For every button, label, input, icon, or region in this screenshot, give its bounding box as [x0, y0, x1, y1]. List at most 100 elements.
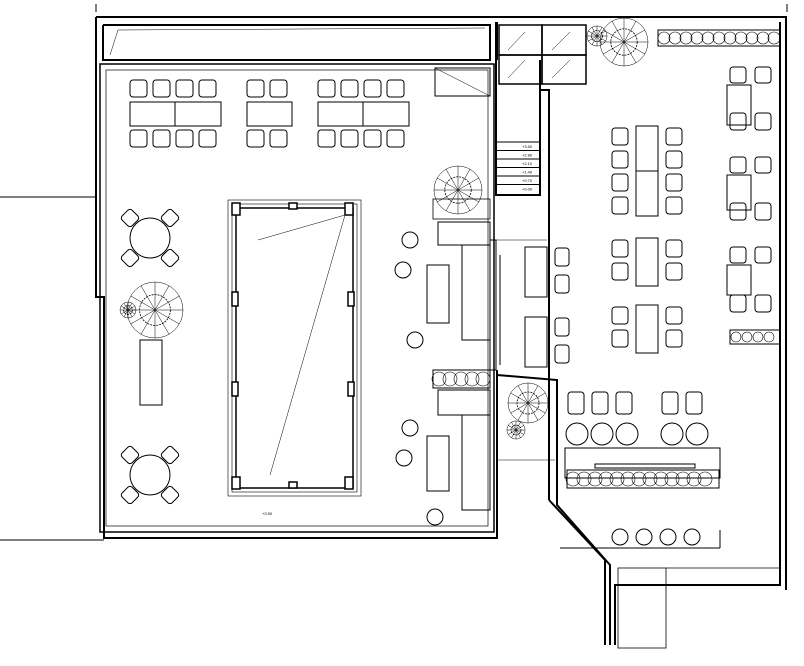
round-table	[590, 422, 614, 446]
table	[726, 264, 752, 296]
chair	[363, 129, 382, 148]
table	[635, 304, 659, 354]
chair	[611, 173, 629, 192]
chair	[386, 129, 405, 148]
round-table	[615, 422, 639, 446]
round-table	[685, 422, 709, 446]
tree-branch	[154, 309, 180, 325]
chair	[665, 127, 683, 146]
chair	[665, 196, 683, 215]
partition	[489, 239, 497, 371]
tree-branch	[515, 429, 521, 438]
tree-branch	[154, 295, 180, 311]
chair	[246, 79, 265, 98]
shrub	[609, 471, 625, 487]
tree-branch	[517, 402, 529, 421]
round-table	[660, 422, 684, 446]
tree-branch	[623, 41, 637, 63]
planter	[566, 469, 720, 489]
tree-foliage	[139, 294, 171, 326]
table	[726, 84, 752, 126]
tree-foliage	[516, 391, 540, 415]
tree-branch	[527, 385, 539, 404]
chair	[567, 391, 585, 415]
shrub	[565, 471, 581, 487]
tree-branch	[437, 177, 459, 191]
table	[437, 389, 491, 416]
chair	[754, 202, 772, 221]
tree-branch	[130, 295, 156, 311]
shrub	[701, 31, 715, 45]
chair	[246, 129, 265, 148]
tree-branch	[154, 285, 170, 311]
chair	[611, 239, 629, 258]
shrub	[675, 471, 691, 487]
top-strip-roof-line	[109, 27, 486, 56]
shrub	[697, 471, 713, 487]
chair	[729, 66, 747, 84]
tree-branch	[588, 30, 598, 37]
tree-branch	[517, 385, 529, 404]
tree-branch	[527, 402, 546, 414]
stair-run	[495, 141, 541, 196]
tree-branch	[527, 392, 546, 404]
shrub	[598, 471, 614, 487]
shrub	[453, 371, 469, 387]
tree-branch	[596, 27, 603, 37]
tree-branch	[596, 35, 606, 42]
chair	[120, 445, 140, 465]
shrub	[734, 31, 748, 45]
skylights	[498, 24, 587, 85]
round-table	[406, 331, 424, 349]
chair	[554, 344, 570, 364]
tree-branch	[457, 189, 479, 203]
shrub	[763, 331, 775, 343]
stairs-upper: +3.50+2.80+2.10+1.40+0.70+0.00	[495, 141, 541, 196]
furniture	[120, 29, 781, 549]
pool	[227, 199, 362, 497]
chair	[363, 79, 382, 98]
tree-branch	[623, 41, 645, 55]
tree-foliage	[591, 30, 603, 42]
chair	[386, 79, 405, 98]
tree-branch	[511, 422, 517, 431]
shrub	[620, 471, 636, 487]
tree-foliage	[610, 28, 638, 56]
round-table	[611, 528, 629, 546]
tree-branch	[445, 189, 459, 211]
tree-branch	[611, 21, 625, 43]
tree-branch	[611, 41, 625, 63]
chair	[175, 79, 194, 98]
tree-branch	[591, 35, 598, 45]
table	[461, 244, 491, 341]
chair	[120, 248, 140, 268]
chair	[611, 196, 629, 215]
shrub	[576, 471, 592, 487]
tree-branch	[127, 309, 133, 318]
chair	[661, 391, 679, 415]
chair	[685, 391, 703, 415]
tree-branch	[623, 21, 637, 43]
chair	[175, 129, 194, 148]
tree-branch	[127, 305, 136, 311]
chair	[665, 239, 683, 258]
shrub	[431, 371, 447, 387]
stair-level-label: +3.50	[522, 144, 533, 149]
tree-branch	[140, 309, 156, 335]
stair-level-label: +0.70	[522, 178, 533, 183]
chair	[120, 485, 140, 505]
tree-branch	[457, 169, 471, 191]
tree-branch	[510, 402, 529, 414]
chair	[615, 391, 633, 415]
chair	[754, 246, 772, 264]
tree-foliage	[444, 176, 472, 204]
table	[246, 101, 293, 127]
chair	[160, 485, 180, 505]
shrub	[657, 31, 671, 45]
tree-branch	[603, 41, 625, 55]
tree-branch	[508, 425, 517, 431]
tree-branch	[140, 285, 156, 311]
shrub	[686, 471, 702, 487]
tree-foliage	[510, 424, 522, 436]
